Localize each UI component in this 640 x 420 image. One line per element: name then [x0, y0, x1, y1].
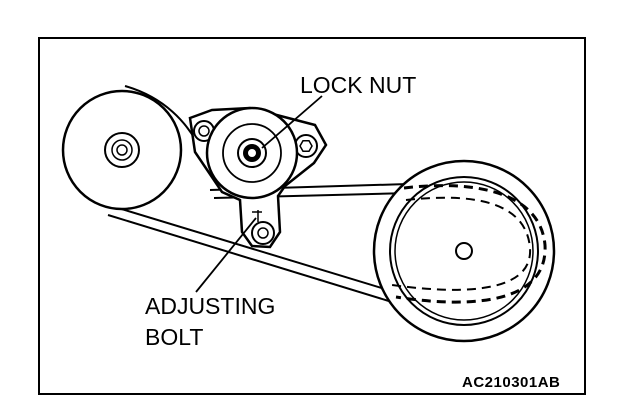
figure-code: AC210301AB: [462, 374, 561, 391]
lock-nut-label: LOCK NUT: [300, 72, 417, 98]
crank-pulley: [372, 159, 556, 343]
figure-frame: [38, 37, 586, 395]
adjusting-bolt-leader: [195, 217, 257, 293]
left-pulley: [61, 89, 183, 211]
tensioner-pulley: [205, 106, 299, 200]
lock-nut-leader: [261, 95, 323, 149]
adjusting-bolt-label-line2: BOLT: [145, 324, 204, 350]
adjusting-bolt: [251, 210, 275, 245]
adjusting-bolt-label-line1: ADJUSTING: [145, 293, 276, 319]
leader-lines: [195, 95, 323, 293]
